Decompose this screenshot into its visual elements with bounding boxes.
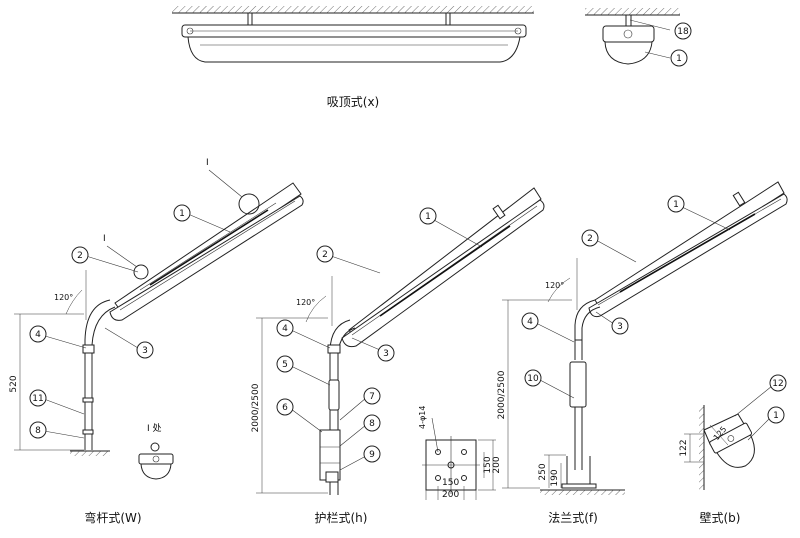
callout-18: 18: [674, 22, 692, 40]
callout-9-h: 9: [339, 445, 381, 471]
bent-pole-assembly: [70, 182, 304, 456]
guardrail-assembly: [319, 187, 545, 495]
dim-2000-2500-h: 2000/2500: [251, 383, 261, 432]
dim-150-h: 150: [442, 478, 459, 488]
caption-flange: 法兰式(f): [548, 511, 598, 525]
angle-label-w: 120°: [54, 293, 73, 302]
dim-190: 190: [550, 469, 560, 486]
callout-1-w: 1: [173, 204, 231, 233]
svg-text:2: 2: [322, 250, 328, 260]
callout-3-w: 3: [104, 327, 154, 359]
svg-text:9: 9: [369, 450, 375, 460]
svg-text:4: 4: [35, 330, 41, 340]
svg-text:1: 1: [673, 200, 679, 210]
ceiling-long-luminaire: [172, 6, 534, 63]
svg-text:1: 1: [773, 411, 779, 421]
callout-7-h: 7: [339, 387, 381, 421]
detail-i-view: [138, 442, 174, 480]
svg-text:2: 2: [587, 234, 593, 244]
caption-wall: 壁式(b): [700, 510, 741, 525]
callout-1-h: 1: [419, 207, 483, 248]
detail-i-top: I: [206, 158, 209, 168]
svg-text:4: 4: [282, 324, 288, 334]
callout-8-h: 8: [339, 414, 381, 447]
angle-label-f: 120°: [545, 281, 564, 290]
dim-2000-2500-f: 2000/2500: [497, 370, 507, 419]
svg-text:2: 2: [77, 251, 83, 261]
callout-6-h: 6: [276, 398, 323, 433]
svg-text:8: 8: [35, 426, 41, 436]
svg-text:11: 11: [32, 394, 43, 404]
svg-text:6: 6: [282, 403, 288, 413]
detail-i-left: I: [103, 234, 106, 244]
svg-text:18: 18: [677, 27, 689, 37]
callout-4-f: 4: [521, 312, 575, 343]
flange-assembly: [540, 181, 788, 495]
svg-text:1: 1: [676, 54, 682, 64]
callout-1-ceiling: 1: [670, 49, 688, 67]
callout-2-h: 2: [316, 245, 381, 274]
dim-150-v: 150: [483, 456, 493, 473]
callout-3-f: 3: [595, 311, 629, 335]
callout-5-h: 5: [276, 355, 331, 386]
callout-4-h: 4: [276, 319, 331, 349]
callout-12-b: 12: [734, 374, 787, 417]
callout-4-w: 4: [29, 325, 87, 349]
svg-text:1: 1: [425, 212, 431, 222]
callout-3-h: 3: [351, 337, 395, 362]
detail-i-at-label: I 处: [147, 422, 162, 434]
svg-text:4: 4: [527, 317, 533, 327]
svg-text:1: 1: [179, 209, 185, 219]
svg-text:3: 3: [383, 349, 389, 359]
dim-bolt: 4-φ14: [418, 406, 427, 429]
flange-plan-view: [422, 436, 480, 494]
caption-guardrail: 护栏式(h): [315, 510, 368, 525]
angle-label-h: 120°: [296, 298, 315, 307]
callout-10-f: 10: [524, 369, 575, 399]
ceiling-small-luminaire: [585, 8, 680, 65]
svg-text:12: 12: [772, 379, 783, 389]
callout-11-w: 11: [29, 389, 85, 415]
svg-text:3: 3: [142, 346, 148, 356]
caption-bent-pole: 弯杆式(W): [84, 510, 141, 525]
callout-2-f: 2: [581, 229, 637, 263]
dim-122: 122: [679, 439, 689, 456]
callout-2-w: 2: [71, 246, 139, 273]
svg-text:5: 5: [282, 360, 288, 370]
dim-200-v: 200: [492, 456, 502, 473]
wall-assembly: [699, 405, 755, 490]
callout-8-w: 8: [29, 421, 85, 439]
dim-520: 520: [9, 375, 19, 392]
callout-1-b: 1: [747, 406, 785, 441]
svg-text:10: 10: [527, 374, 539, 384]
dim-250: 250: [538, 463, 548, 480]
svg-text:3: 3: [617, 322, 623, 332]
caption-ceiling: 吸顶式(x): [327, 95, 379, 109]
callout-1-f: 1: [667, 195, 731, 231]
svg-text:8: 8: [369, 419, 375, 429]
dim-200-h: 200: [442, 490, 459, 500]
svg-text:7: 7: [369, 392, 375, 402]
